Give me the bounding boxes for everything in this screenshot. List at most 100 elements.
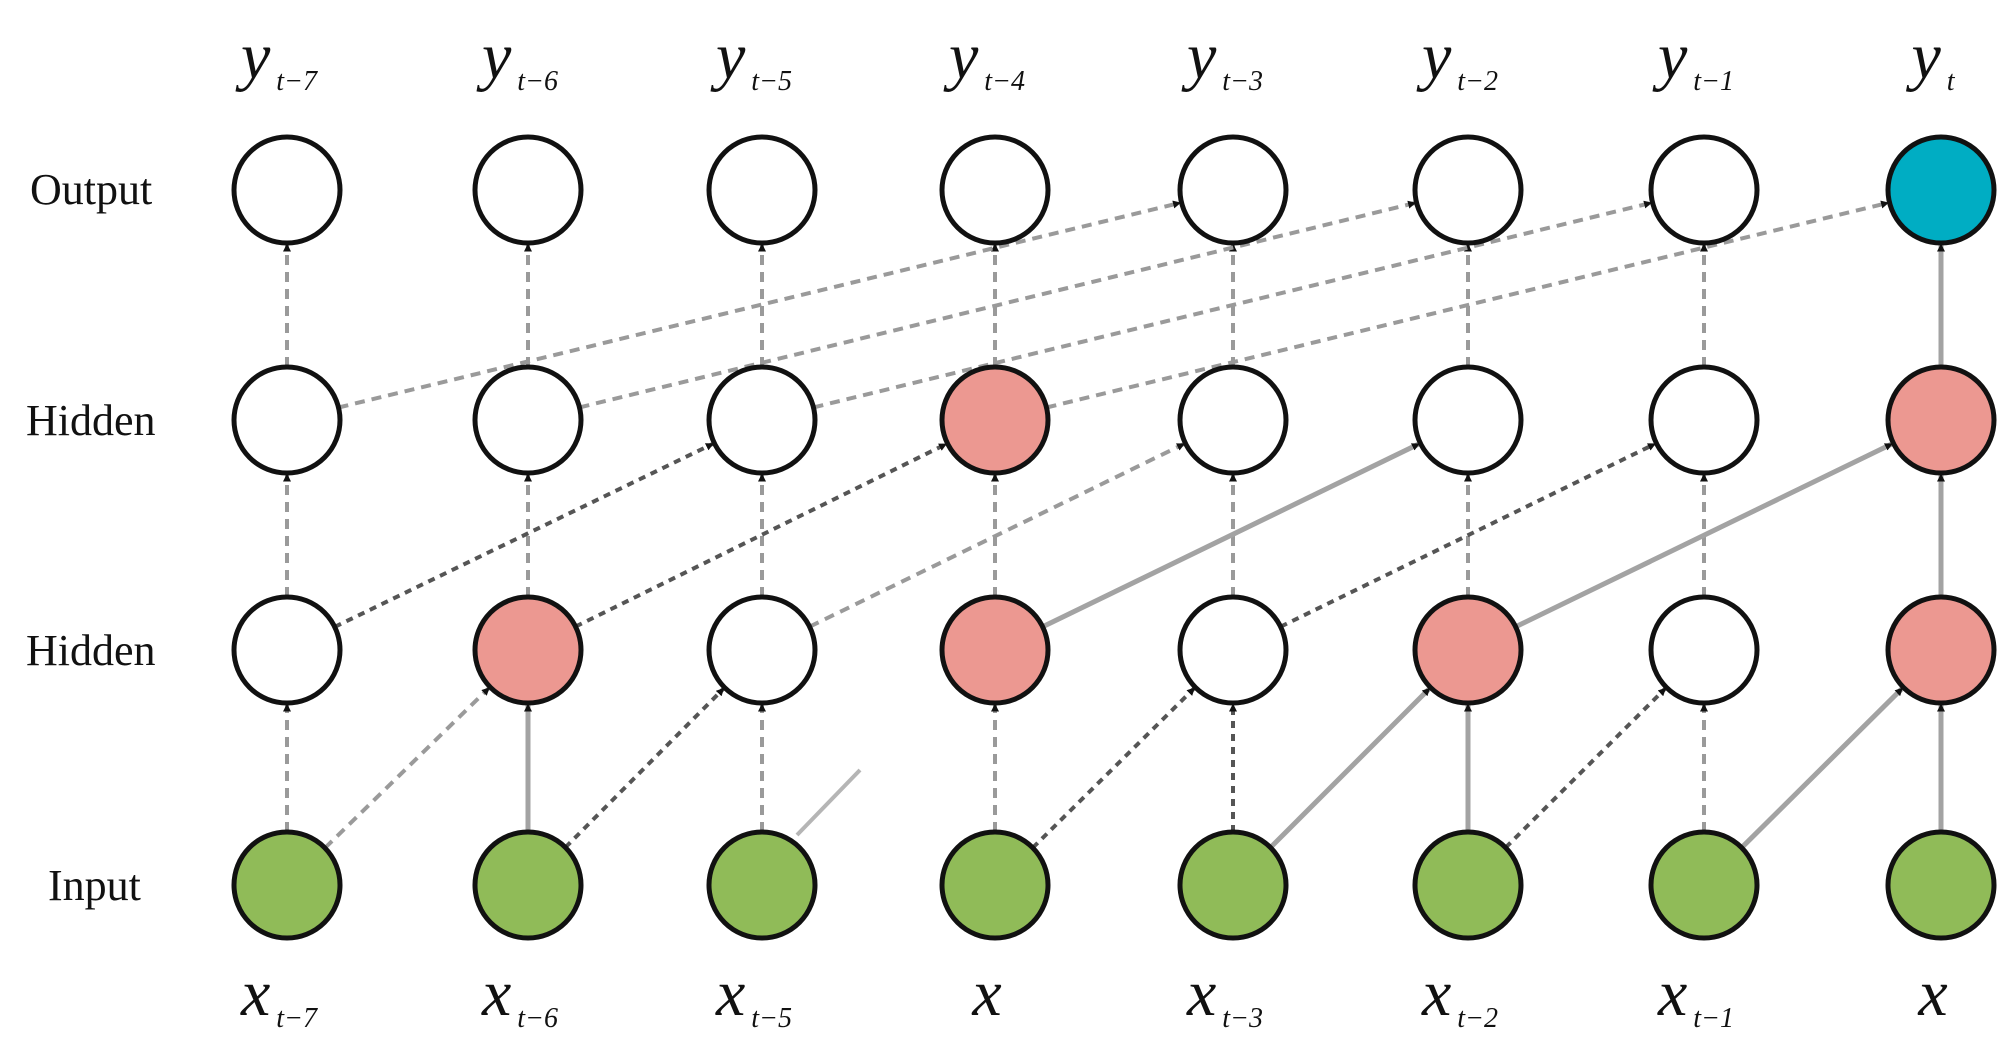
connection-arrow bbox=[1268, 687, 1431, 850]
connection-arrow bbox=[1514, 441, 1893, 630]
x-symbol: x bbox=[715, 957, 745, 1030]
connection-arrow bbox=[813, 200, 1653, 410]
y-subscript: t−5 bbox=[751, 66, 792, 97]
node-input-2 bbox=[706, 829, 818, 941]
connection-arrow bbox=[1504, 687, 1667, 850]
node-input-4 bbox=[1177, 829, 1289, 941]
y-symbol: y bbox=[1652, 20, 1688, 93]
connection-arrow bbox=[1279, 442, 1656, 629]
row-label-hidden-bottom: Hidden bbox=[26, 626, 156, 675]
y-symbol: y bbox=[476, 20, 512, 93]
node-hidden-bottom-2 bbox=[706, 594, 818, 706]
node-hidden-top-4 bbox=[1177, 364, 1289, 476]
y-subscript: t−7 bbox=[276, 66, 318, 97]
connection-arrow bbox=[1041, 441, 1420, 630]
y-symbol: y bbox=[1181, 20, 1217, 93]
row-label-output: Output bbox=[30, 165, 152, 214]
x-subscript: t−7 bbox=[276, 1003, 318, 1034]
x-symbol: x bbox=[481, 957, 511, 1030]
connection-arrow bbox=[323, 686, 490, 850]
row-label-hidden-top: Hidden bbox=[26, 396, 156, 445]
node-input-5 bbox=[1412, 829, 1524, 941]
node-output-7 bbox=[1885, 134, 1997, 246]
y-subscript: t−6 bbox=[517, 66, 558, 97]
y-symbol: y bbox=[1905, 20, 1941, 93]
node-hidden-bottom-5 bbox=[1412, 594, 1524, 706]
y-subscript: t−3 bbox=[1222, 66, 1263, 97]
node-input-3 bbox=[939, 829, 1051, 941]
node-output-3 bbox=[939, 134, 1051, 246]
x-subscript: t−6 bbox=[517, 1003, 558, 1034]
node-hidden-bottom-1 bbox=[472, 594, 584, 706]
x-label-7: x bbox=[1917, 957, 1947, 1030]
node-input-6 bbox=[1648, 829, 1760, 941]
connection-arrow bbox=[574, 442, 948, 629]
node-hidden-top-6 bbox=[1648, 364, 1760, 476]
node-hidden-bottom-4 bbox=[1177, 594, 1289, 706]
node-hidden-top-1 bbox=[472, 364, 584, 476]
node-output-4 bbox=[1177, 134, 1289, 246]
node-hidden-top-0 bbox=[231, 364, 343, 476]
x-subscript: t−5 bbox=[751, 1003, 792, 1034]
node-hidden-bottom-3 bbox=[939, 594, 1051, 706]
connection-arrow bbox=[563, 687, 725, 849]
node-hidden-top-3 bbox=[939, 364, 1051, 476]
y-subscript: t bbox=[1947, 66, 1956, 97]
node-output-1 bbox=[472, 134, 584, 246]
node-hidden-top-2 bbox=[706, 364, 818, 476]
x-subscript: t−3 bbox=[1222, 1003, 1263, 1034]
node-input-1 bbox=[472, 829, 584, 941]
node-hidden-top-7 bbox=[1885, 364, 1997, 476]
x-symbol: x bbox=[240, 957, 270, 1030]
connection-lines bbox=[283, 200, 1945, 850]
connection-arrow bbox=[1739, 686, 1904, 850]
node-output-0 bbox=[231, 134, 343, 246]
x-subscript: t−1 bbox=[1693, 1003, 1734, 1034]
node-input-7 bbox=[1885, 829, 1997, 941]
x-symbol: x bbox=[1421, 957, 1451, 1030]
connection-arrow bbox=[333, 442, 714, 629]
connection-arrow bbox=[1031, 687, 1196, 850]
connection-arrow bbox=[338, 200, 1182, 410]
y-subscript: t−2 bbox=[1457, 66, 1498, 97]
node-hidden-top-5 bbox=[1412, 364, 1524, 476]
y-symbol: y bbox=[943, 20, 979, 93]
y-symbol: y bbox=[235, 20, 271, 93]
x-subscript: t−2 bbox=[1457, 1003, 1498, 1034]
x-symbol: x bbox=[1917, 957, 1947, 1030]
y-symbol: y bbox=[1416, 20, 1452, 93]
x-symbol: x bbox=[971, 957, 1001, 1030]
network-nodes bbox=[231, 134, 1997, 941]
node-hidden-bottom-6 bbox=[1648, 594, 1760, 706]
node-hidden-bottom-0 bbox=[231, 594, 343, 706]
node-input-0 bbox=[231, 829, 343, 941]
y-subscript: t−1 bbox=[1693, 66, 1734, 97]
node-output-2 bbox=[706, 134, 818, 246]
connection-arrow bbox=[579, 200, 1417, 410]
connection-arrow bbox=[808, 442, 1185, 629]
y-subscript: t−4 bbox=[984, 66, 1025, 97]
node-output-6 bbox=[1648, 134, 1760, 246]
node-output-5 bbox=[1412, 134, 1524, 246]
connection-stub bbox=[795, 768, 862, 837]
row-label-input: Input bbox=[48, 861, 141, 910]
node-hidden-bottom-7 bbox=[1885, 594, 1997, 706]
connection-arrow bbox=[1046, 200, 1890, 410]
